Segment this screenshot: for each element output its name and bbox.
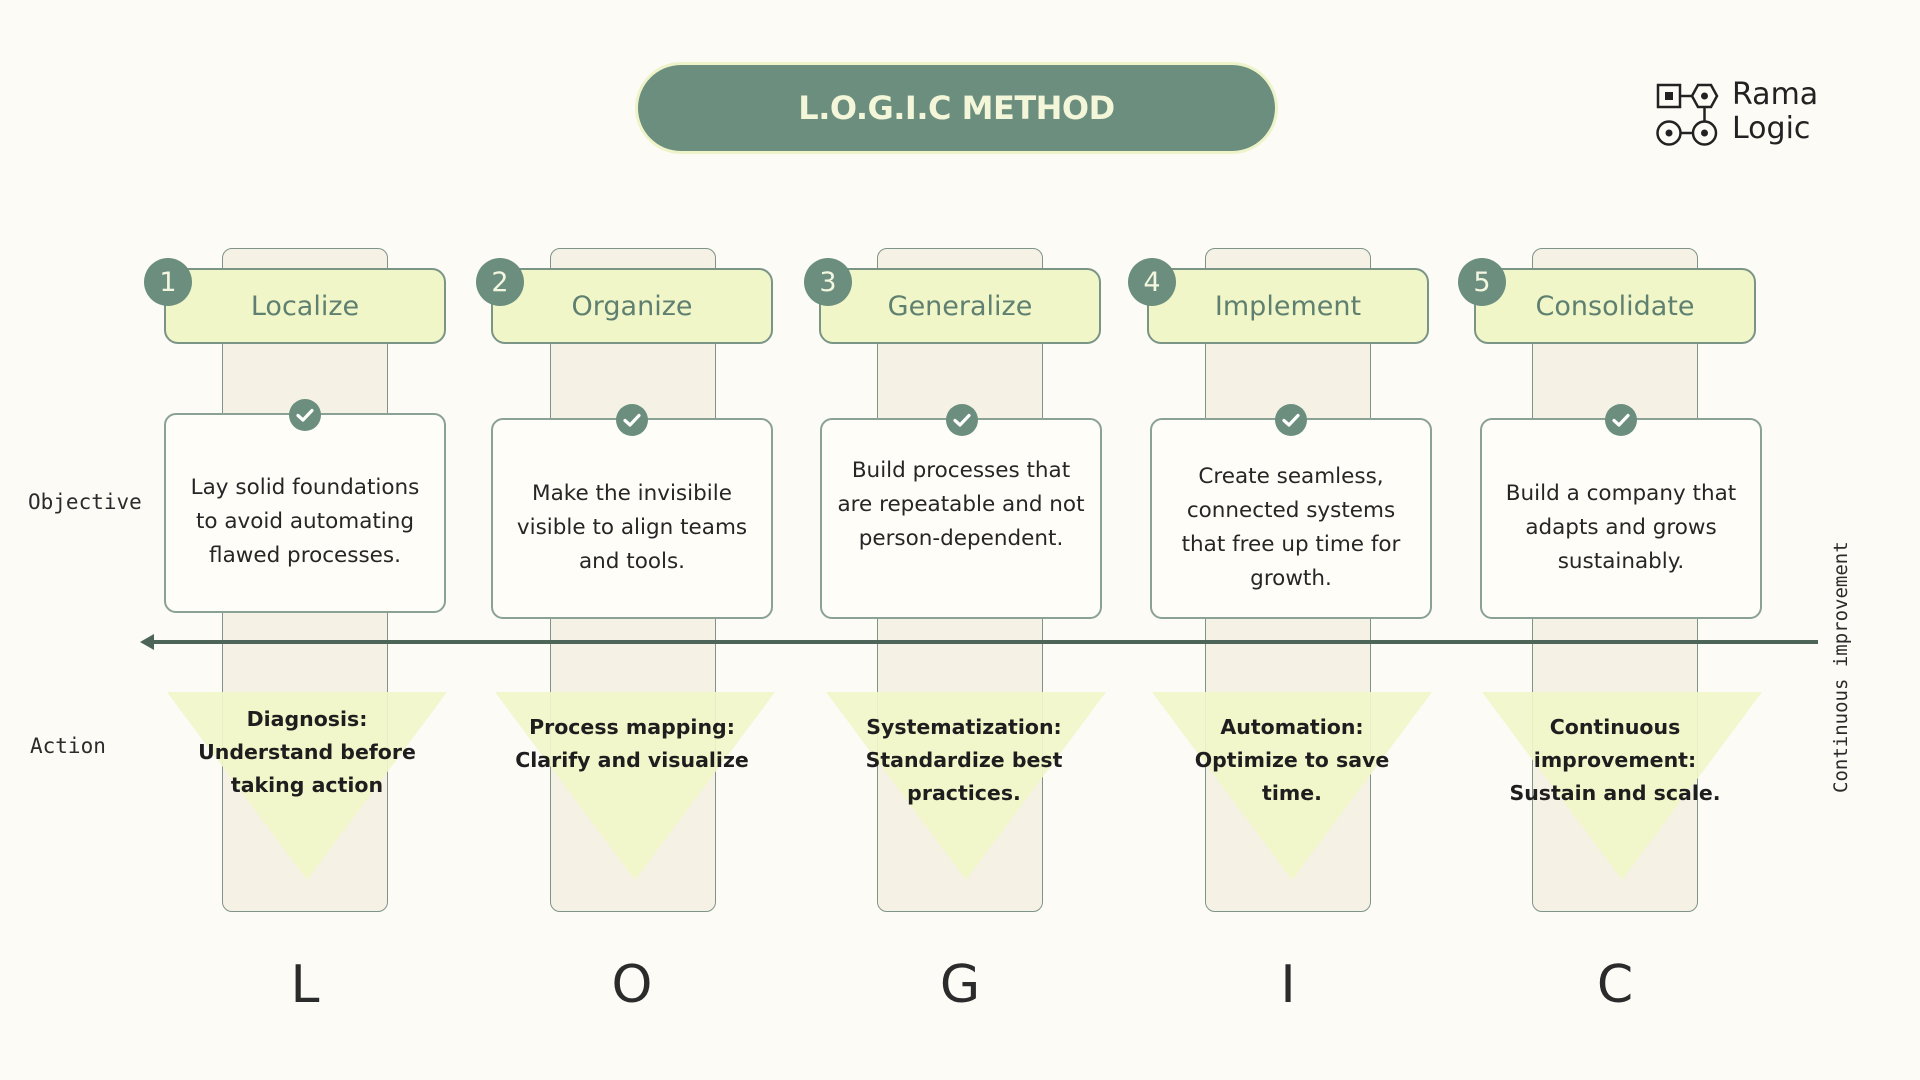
step-name: Implement bbox=[1214, 290, 1362, 322]
objective-text: Make the invisibile visible to align tea… bbox=[516, 480, 748, 574]
step-organize-pill: Organize bbox=[491, 268, 773, 344]
step-consolidate-pill: Consolidate bbox=[1474, 268, 1756, 344]
action-triangle bbox=[826, 692, 1106, 880]
objective-box: Make the invisibile visible to align tea… bbox=[491, 418, 773, 619]
step-generalize-pill: Generalize bbox=[819, 268, 1101, 344]
step-number-badge: 1 bbox=[144, 258, 192, 306]
brand-line-2: Logic bbox=[1732, 111, 1811, 146]
objective-box: Lay solid foundations to avoid automatin… bbox=[164, 413, 446, 613]
step-implement-pill: Implement bbox=[1147, 268, 1429, 344]
brand-line-1: Rama bbox=[1732, 77, 1819, 112]
acronym-letter: L bbox=[290, 955, 320, 1015]
step-name: Localize bbox=[250, 290, 360, 322]
step-number-badge: 3 bbox=[804, 258, 852, 306]
acronym-letter: O bbox=[611, 955, 653, 1015]
logo-mark-icon bbox=[1656, 83, 1719, 146]
action-triangle bbox=[495, 692, 775, 880]
action-text: Process mapping: Clarify and visualize bbox=[515, 715, 749, 772]
action-text: Systematization: Standardize best practi… bbox=[865, 715, 1063, 805]
checkmark-icon bbox=[946, 404, 978, 436]
row-label-action: Action bbox=[30, 734, 106, 758]
checkmark-icon bbox=[1605, 404, 1637, 436]
action-triangle bbox=[167, 692, 447, 880]
objective-text: Create seamless, connected systems that … bbox=[1181, 463, 1401, 591]
action-text: Continuous improvement: Sustain and scal… bbox=[1509, 715, 1721, 805]
step-name: Consolidate bbox=[1535, 290, 1695, 322]
acronym-letter: I bbox=[1280, 955, 1296, 1015]
continuous-improvement-arrow bbox=[140, 634, 1818, 650]
checkmark-icon bbox=[1275, 404, 1307, 436]
row-label-objective: Objective bbox=[28, 490, 142, 514]
acronym-letter: C bbox=[1596, 955, 1634, 1015]
objective-text: Lay solid foundations to avoid automatin… bbox=[190, 475, 420, 568]
step-number-badge: 5 bbox=[1458, 258, 1506, 306]
objective-text: Build a company that adapts and grows su… bbox=[1505, 480, 1737, 574]
checkmark-icon bbox=[616, 404, 648, 436]
continuous-improvement-label: Continuous improvement bbox=[1830, 541, 1852, 793]
objective-box: Build a company that adapts and grows su… bbox=[1480, 418, 1762, 619]
objective-text: Build processes that are repeatable and … bbox=[837, 458, 1085, 551]
page-title: L.O.G.I.C METHOD bbox=[638, 65, 1275, 151]
step-number-badge: 4 bbox=[1128, 258, 1176, 306]
brand-logo: Rama Logic bbox=[1654, 78, 1824, 150]
action-triangle bbox=[1152, 692, 1432, 880]
action-triangle bbox=[1482, 692, 1762, 880]
step-name: Organize bbox=[571, 290, 693, 322]
action-text: Automation: Optimize to save time. bbox=[1194, 715, 1390, 805]
step-name: Generalize bbox=[887, 290, 1033, 322]
action-text: Diagnosis: Understand before taking acti… bbox=[198, 707, 416, 797]
step-localize-pill: Localize bbox=[164, 268, 446, 344]
acronym-letter: G bbox=[939, 955, 981, 1015]
checkmark-icon bbox=[289, 399, 321, 431]
objective-box: Build processes that are repeatable and … bbox=[820, 418, 1102, 619]
objective-box: Create seamless, connected systems that … bbox=[1150, 418, 1432, 619]
step-number-badge: 2 bbox=[476, 258, 524, 306]
